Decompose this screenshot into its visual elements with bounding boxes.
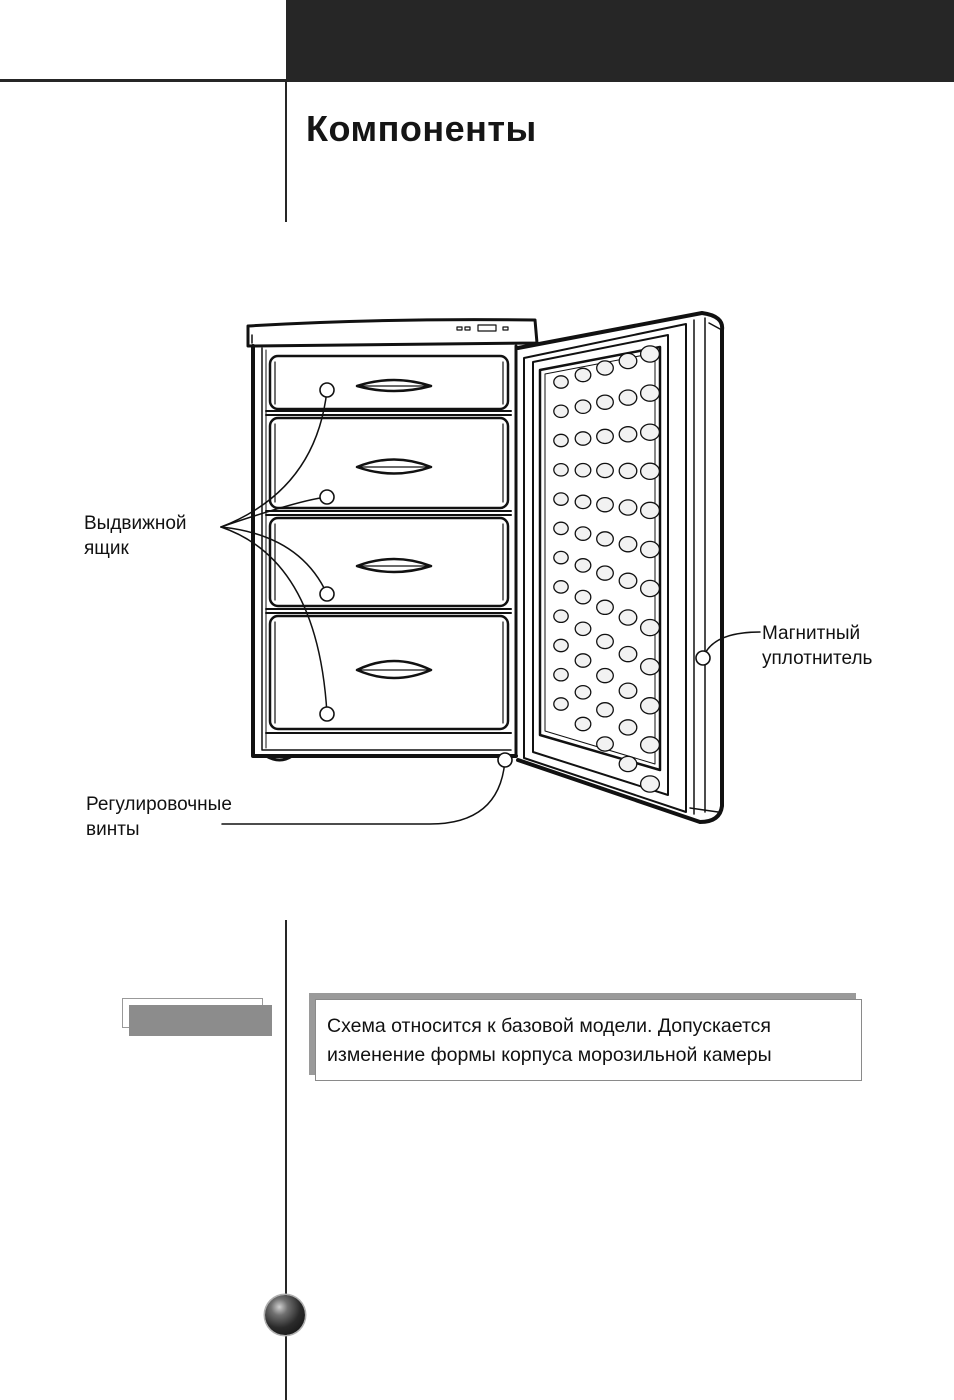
door-bin <box>575 464 591 477</box>
door-bin <box>554 698 568 710</box>
drawer-2 <box>270 418 508 508</box>
door-bin <box>554 464 568 476</box>
door-bin <box>619 720 637 735</box>
door-bin <box>641 620 660 636</box>
door-bin <box>641 502 660 518</box>
door-bin <box>575 686 591 699</box>
door-bin <box>619 683 637 698</box>
door-bin <box>619 353 637 368</box>
callout-marker-drawer-2 <box>320 490 334 504</box>
door-bin <box>641 580 660 596</box>
drawer-1 <box>270 356 508 409</box>
door-bin <box>597 498 614 512</box>
door-bin <box>641 346 660 362</box>
door-bin <box>641 385 660 401</box>
door-bin <box>597 703 614 717</box>
door-bin <box>619 537 637 552</box>
door-bin <box>619 390 637 405</box>
door-bin <box>575 622 591 635</box>
door-bin <box>597 429 614 443</box>
door-bin <box>575 432 591 445</box>
door-bin <box>554 522 568 534</box>
drawer-4 <box>270 616 508 729</box>
door-bin <box>554 610 568 622</box>
page-marker-icon <box>265 1295 305 1335</box>
door-bin <box>597 532 614 546</box>
door-bin <box>575 590 591 603</box>
door-bin <box>554 405 568 417</box>
door-bin <box>554 669 568 681</box>
door-bin <box>597 566 614 580</box>
callout-marker-drawer-3 <box>320 587 334 601</box>
door-bin <box>597 361 614 375</box>
door-bin <box>641 541 660 557</box>
open-door <box>518 313 722 822</box>
door-bin <box>554 581 568 593</box>
door-bin <box>619 463 637 478</box>
door-bin <box>641 698 660 714</box>
door-bin <box>597 634 614 648</box>
door-bin <box>619 500 637 515</box>
door-bin <box>597 600 614 614</box>
drawer-handles <box>357 380 431 678</box>
callout-marker-drawer-4 <box>320 707 334 721</box>
door-bin <box>597 737 614 751</box>
door-bin <box>597 463 614 477</box>
door-bin <box>575 527 591 540</box>
door-bin <box>619 427 637 442</box>
note-tab <box>129 1005 272 1036</box>
callout-marker-drawer-1 <box>320 383 334 397</box>
callout-marker-seal <box>696 651 710 665</box>
door-bin <box>641 659 660 675</box>
door-bin <box>575 400 591 413</box>
door-bin <box>554 493 568 505</box>
door-bin <box>641 463 660 479</box>
door-bin <box>575 495 591 508</box>
door-bin <box>575 559 591 572</box>
door-bin <box>641 424 660 440</box>
door-bin <box>619 647 637 662</box>
callout-marker-screws <box>498 753 512 767</box>
door-bin <box>619 756 637 771</box>
door-bin <box>641 776 660 792</box>
callout-lines-drawer <box>221 390 327 714</box>
door-bin <box>575 717 591 730</box>
label-drawer: Выдвижной ящик <box>84 511 219 561</box>
door-bin <box>597 669 614 683</box>
label-adjusting-screws: Регулировочные винты <box>86 792 221 842</box>
door-bin <box>597 395 614 409</box>
door-bin <box>575 654 591 667</box>
door-bin <box>619 610 637 625</box>
door-bin <box>554 639 568 651</box>
door-bin <box>575 368 591 381</box>
callout-line-screws <box>222 760 505 824</box>
label-magnetic-seal: Магнитный уплотнитель <box>762 621 882 671</box>
door-bin <box>554 551 568 563</box>
door-bin <box>554 376 568 388</box>
door-bin <box>641 737 660 753</box>
door-bin <box>554 434 568 446</box>
door-bin <box>619 573 637 588</box>
note-box: Схема относится к базовой модели. Допуск… <box>315 999 862 1081</box>
cabinet-top-panel <box>248 320 537 346</box>
